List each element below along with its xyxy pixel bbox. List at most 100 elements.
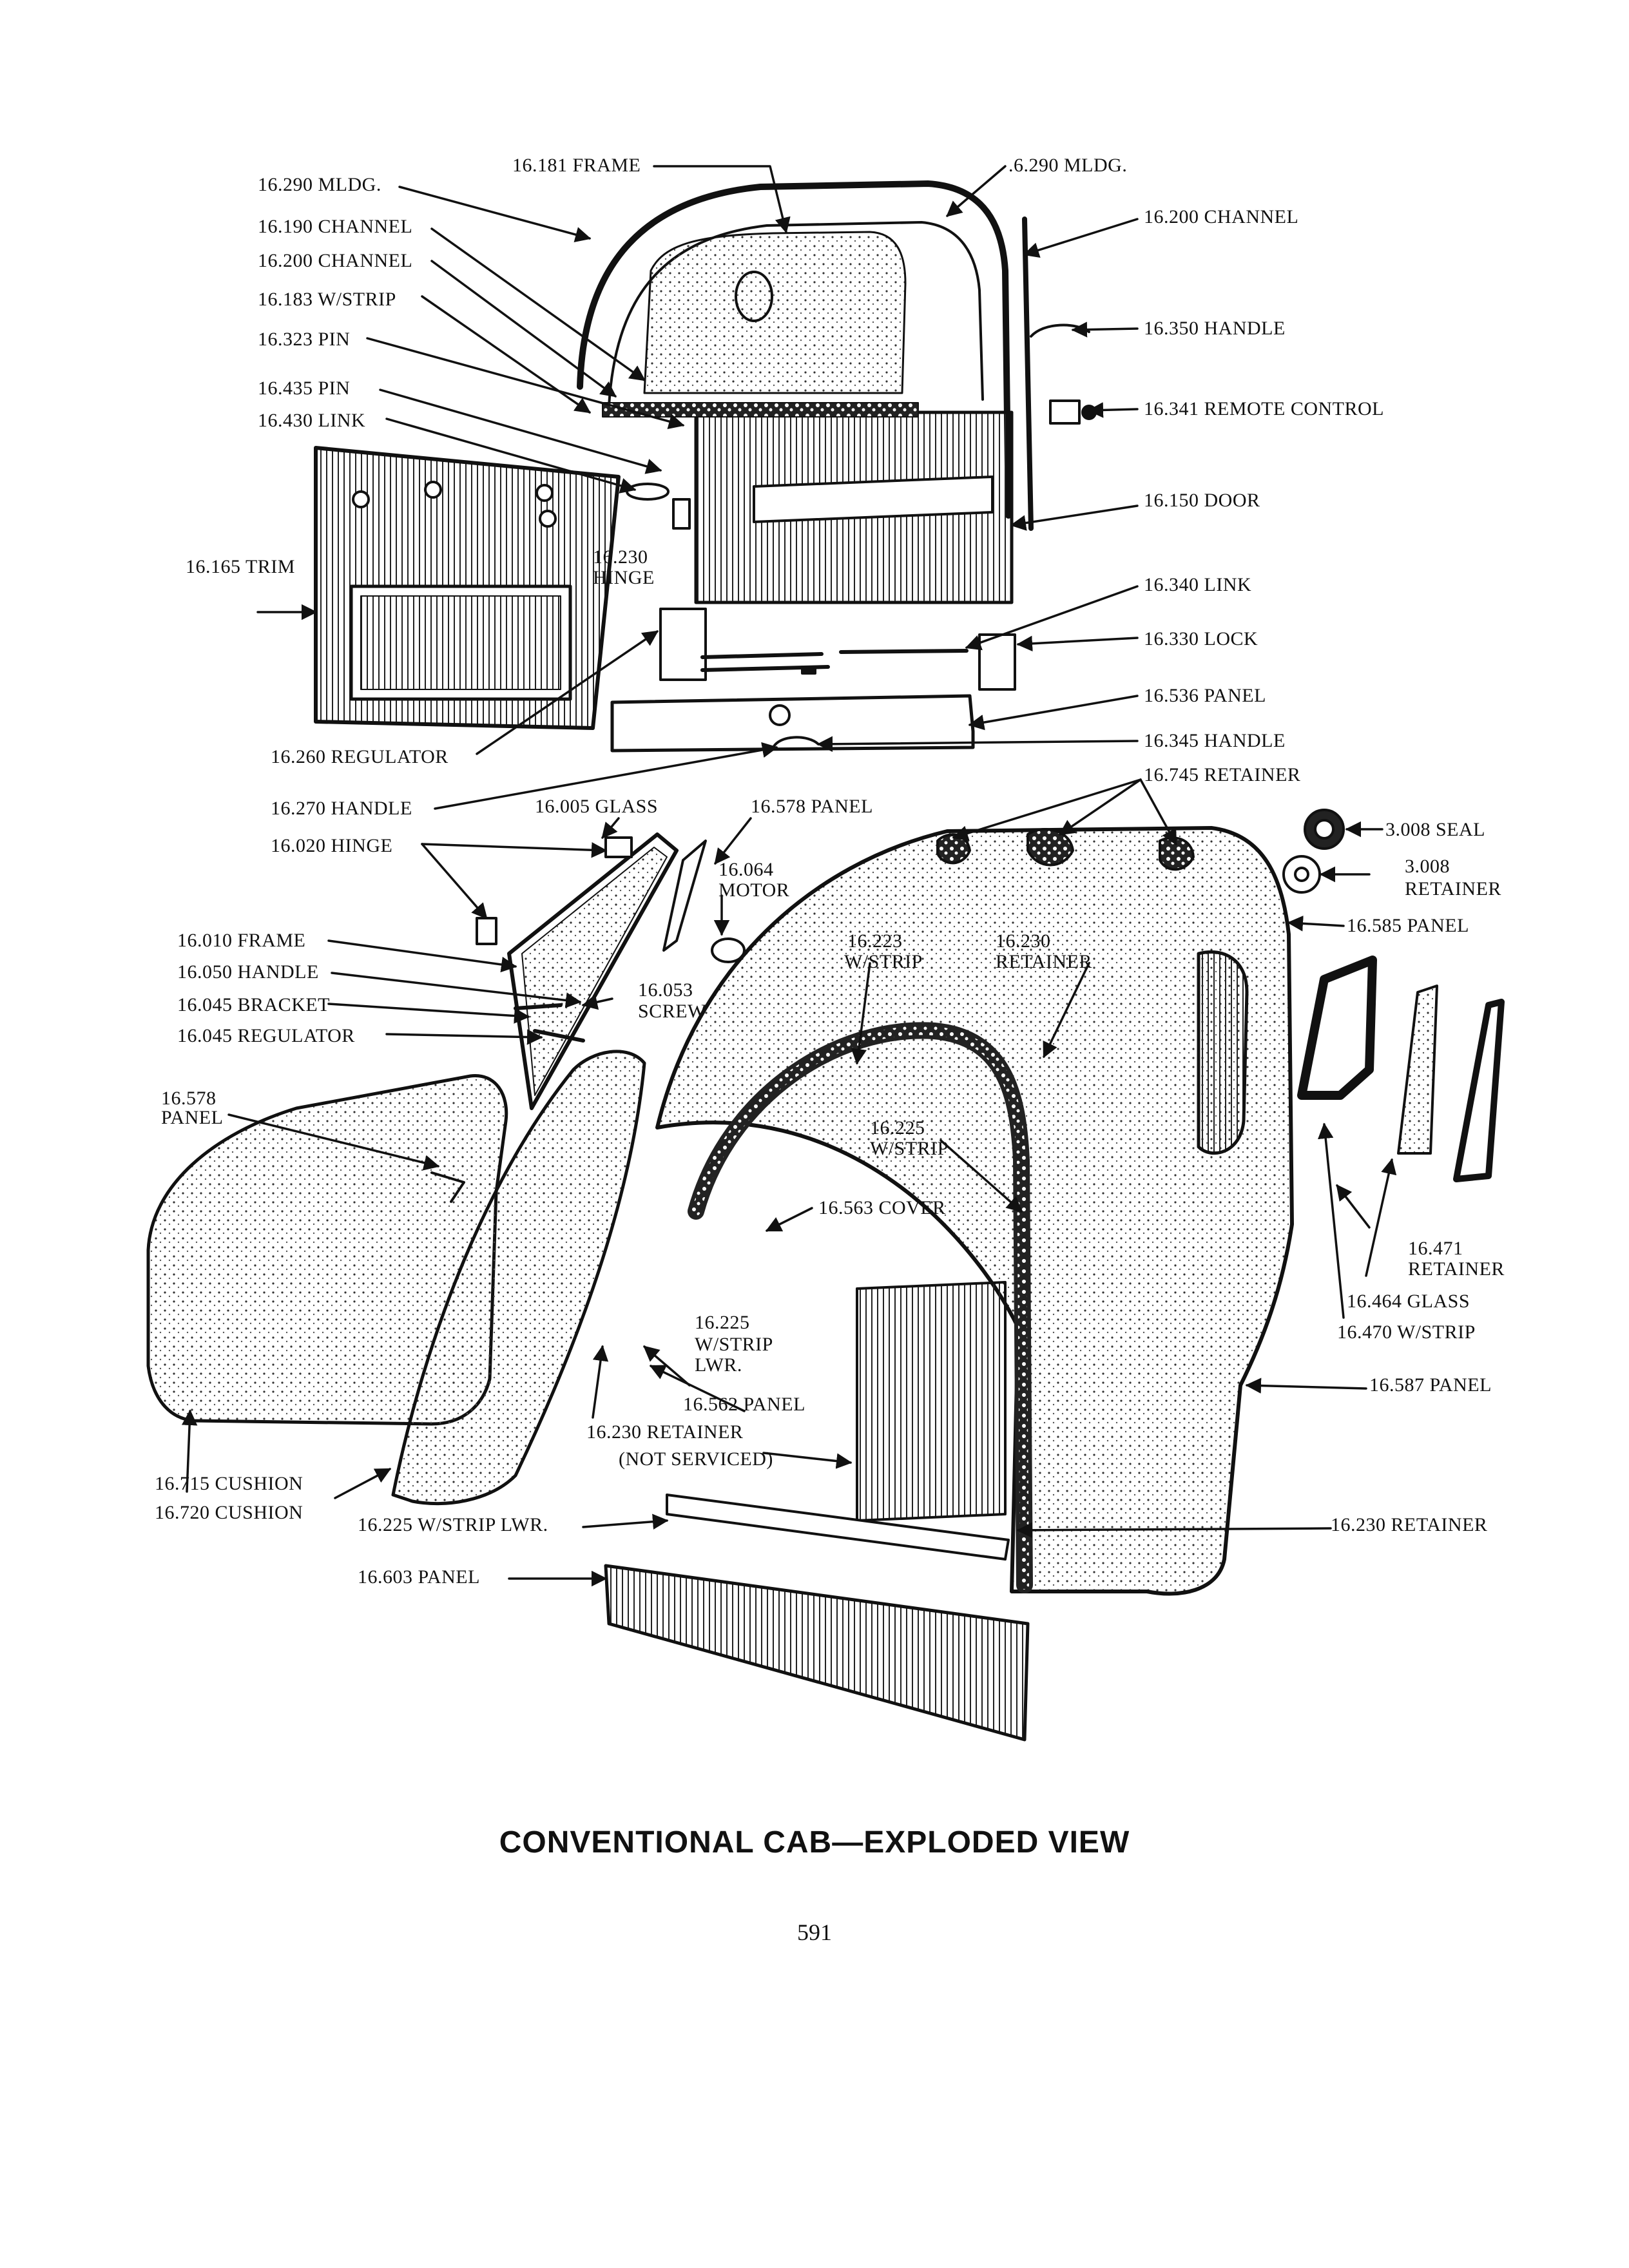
label-frame-010: 16.010 FRAME <box>177 930 306 951</box>
label-hinge-230-num: 16.230 <box>593 546 648 568</box>
label-pin-435: 16.435 PIN <box>258 378 351 399</box>
label-retainer-008-num: 3.008 <box>1405 856 1450 877</box>
cab-body <box>655 826 1294 1596</box>
label-lock-330: 16.330 LOCK <box>1144 628 1258 649</box>
label-not-serviced: (NOT SERVICED) <box>619 1448 773 1470</box>
label-wstrip-183: 16.183 W/STRIP <box>258 289 396 310</box>
window-glass-area <box>643 231 907 394</box>
label-panel-536: 16.536 PANEL <box>1144 685 1266 706</box>
label-retainer-745: 16.745 RETAINER <box>1144 764 1301 785</box>
page-number: 591 <box>797 1919 832 1945</box>
label-screw-053-name: SCREW <box>638 1001 706 1022</box>
lower-door-panel <box>610 694 975 753</box>
label-panel-562: 16.562 PANEL <box>683 1394 805 1415</box>
label-channel-200-right: 16.200 CHANNEL <box>1144 206 1299 227</box>
regulator-lock-group <box>659 608 1016 691</box>
label-pin-323: 16.323 PIN <box>258 329 351 350</box>
label-retainer-008-name: RETAINER <box>1405 878 1501 899</box>
door-weatherstrip <box>602 402 919 418</box>
label-mldg-290-right: .6.290 MLDG. <box>1008 155 1128 176</box>
label-hinge-230-name: HINGE <box>593 567 655 588</box>
roof-retainer-2 <box>1027 828 1074 867</box>
cushion-bottom <box>146 1074 508 1426</box>
rear-retainer <box>1453 999 1505 1182</box>
door-assembly <box>577 180 1034 604</box>
hinge-part <box>672 498 691 530</box>
label-wstrip-225-mid-name: W/STRIP <box>870 1138 949 1159</box>
label-wstrip-225-lwr-bottom: 16.225 W/STRIP LWR. <box>358 1514 548 1535</box>
label-handle-345: 16.345 HANDLE <box>1144 730 1286 751</box>
door-arm-rest <box>753 476 994 523</box>
label-retainer-230-name: RETAINER <box>996 951 1092 972</box>
label-trim-165: 16.165 TRIM <box>186 556 295 577</box>
link-part <box>626 483 670 501</box>
door-frame <box>608 221 984 407</box>
label-panel-585: 16.585 PANEL <box>1347 915 1469 936</box>
label-screw-053-num: 16.053 <box>638 979 693 1001</box>
door-molding <box>577 180 1012 519</box>
label-retainer-471-name: RETAINER <box>1408 1258 1505 1280</box>
remote-control-knob <box>1081 405 1097 420</box>
label-panel-578-left-num: 16.578 <box>161 1088 217 1109</box>
label-bracket-045: 16.045 BRACKET <box>177 994 331 1015</box>
bottom-panel <box>604 1494 1030 1742</box>
roof-retainer-3 <box>1159 836 1195 871</box>
label-motor-064-num: 16.064 <box>718 859 774 880</box>
label-wstrip-225-lwr-num: 16.225 <box>695 1312 750 1333</box>
label-wstrip-470: 16.470 W/STRIP <box>1337 1321 1476 1343</box>
label-retainer-230-right: 16.230 RETAINER <box>1331 1514 1488 1535</box>
door-channel <box>1022 216 1034 531</box>
label-cover-563: 16.563 COVER <box>818 1197 946 1218</box>
label-channel-190: 16.190 CHANNEL <box>258 216 413 237</box>
roof-retainer-1 <box>936 833 971 865</box>
label-mldg-290-left: 16.290 MLDG. <box>258 174 381 195</box>
label-wstrip-225-mid-num: 16.225 <box>870 1117 925 1139</box>
label-channel-200-left: 16.200 CHANNEL <box>258 250 413 271</box>
label-cushion-720: 16.720 CUSHION <box>155 1502 304 1523</box>
label-wstrip-223-name: W/STRIP <box>844 951 923 972</box>
label-retainer-230-lower: 16.230 RETAINER <box>586 1421 744 1443</box>
label-wstrip-225-lwr-a: W/STRIP <box>695 1334 773 1355</box>
label-frame-181: 16.181 FRAME <box>512 155 641 176</box>
label-hinge-020: 16.020 HINGE <box>271 835 393 856</box>
rear-glass <box>1397 985 1438 1155</box>
label-glass-005: 16.005 GLASS <box>535 796 659 817</box>
rear-weatherstrip <box>1297 956 1377 1100</box>
label-handle-050: 16.050 HANDLE <box>177 961 319 983</box>
label-wstrip-225-lwr-b: LWR. <box>695 1354 742 1376</box>
cushion-back <box>391 1050 646 1506</box>
rear-window-parts <box>1297 956 1505 1182</box>
vent-window-group <box>476 832 746 1110</box>
cab-shell <box>655 826 1294 1596</box>
label-panel-578-top: 16.578 PANEL <box>751 796 873 817</box>
label-link-340: 16.340 LINK <box>1144 574 1252 595</box>
label-panel-578-left-name: PANEL <box>161 1107 224 1128</box>
remote-control <box>1049 399 1081 425</box>
label-handle-270: 16.270 HANDLE <box>271 798 412 819</box>
label-panel-587: 16.587 PANEL <box>1369 1374 1492 1396</box>
trim-panel <box>314 446 621 730</box>
label-door-150: 16.150 DOOR <box>1144 490 1260 511</box>
label-cushion-715: 16.715 CUSHION <box>155 1473 304 1494</box>
label-remote-control-341: 16.341 REMOTE CONTROL <box>1144 398 1384 419</box>
door-vent-mirror <box>735 271 773 322</box>
label-wstrip-223-num: 16.223 <box>847 930 903 952</box>
page-title: CONVENTIONAL CAB—EXPLODED VIEW <box>499 1825 1130 1860</box>
label-regulator-260: 16.260 REGULATOR <box>271 746 448 767</box>
seal-retainer <box>1282 809 1345 894</box>
back-window-opening <box>1197 950 1249 1155</box>
floor-pan <box>856 1281 1007 1522</box>
label-motor-064-name: MOTOR <box>718 879 790 901</box>
label-regulator-045: 16.045 REGULATOR <box>177 1025 355 1046</box>
label-panel-603: 16.603 PANEL <box>358 1566 480 1588</box>
label-glass-464: 16.464 GLASS <box>1347 1291 1470 1312</box>
label-link-430: 16.430 LINK <box>258 410 366 431</box>
label-seal-008: 3.008 SEAL <box>1385 819 1485 840</box>
label-handle-350: 16.350 HANDLE <box>1144 318 1286 339</box>
label-retainer-230-num: 16.230 <box>996 930 1051 952</box>
leader-lines <box>181 165 1397 1587</box>
label-retainer-471-num: 16.471 <box>1408 1238 1463 1259</box>
seat-cushions <box>146 1050 646 1506</box>
